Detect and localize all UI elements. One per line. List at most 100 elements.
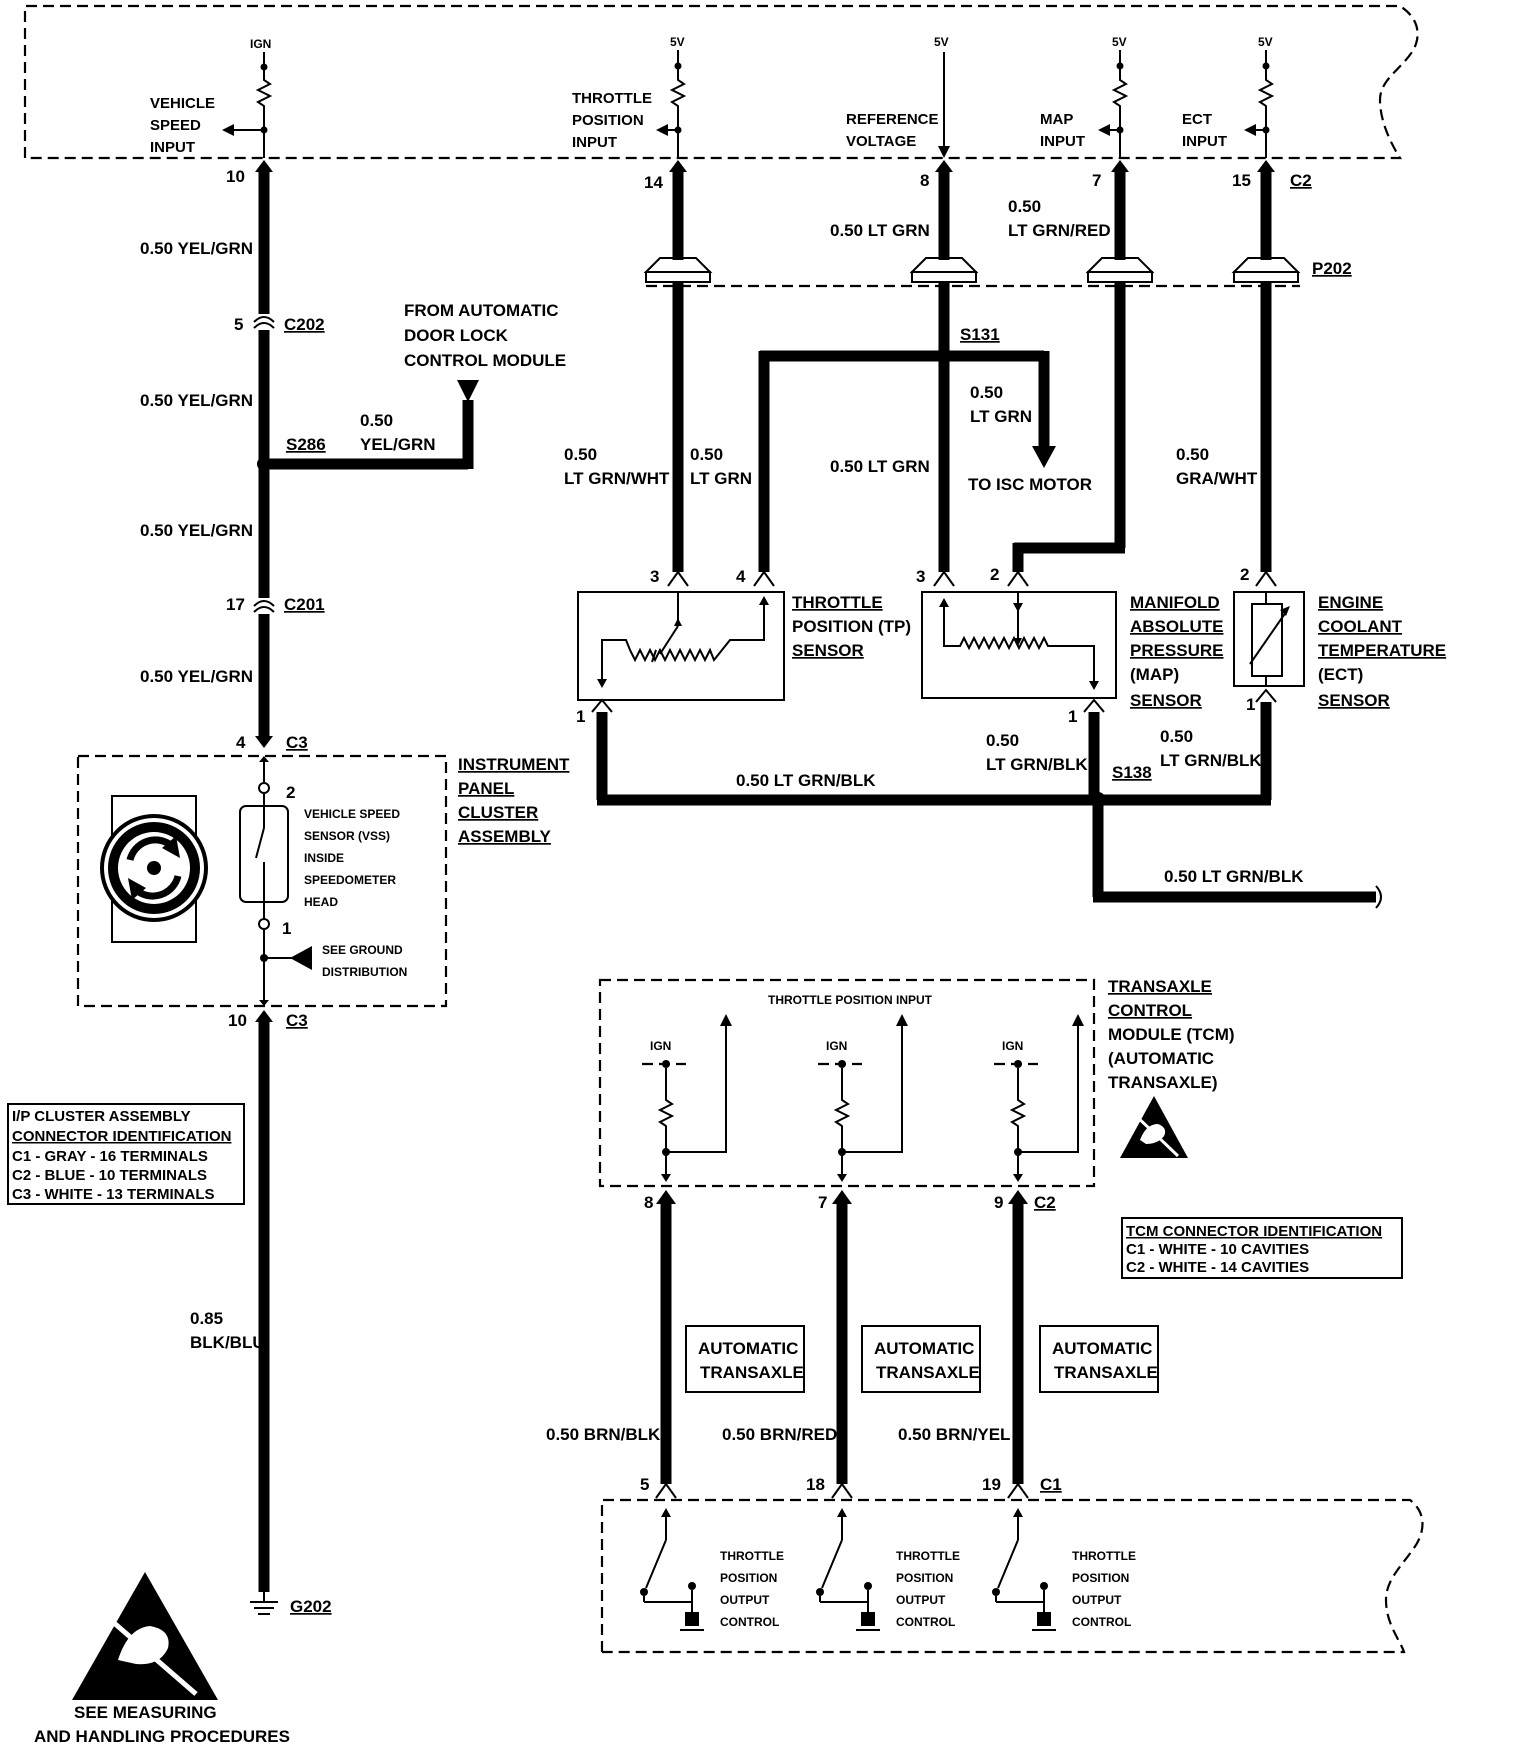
- output-connector-c1: C1: [1040, 1475, 1062, 1494]
- svg-text:5V: 5V: [1258, 35, 1273, 49]
- ect-input-label-2: INPUT: [1182, 133, 1227, 150]
- reference-voltage-label-2: VOLTAGE: [846, 133, 916, 150]
- tp-pin-3: 3: [650, 567, 659, 586]
- map-signal-wire: [1007, 172, 1126, 587]
- ign-supply: IGN: [222, 37, 273, 158]
- wire-label-brnblk: 0.50 BRN/BLK: [546, 1425, 661, 1444]
- auto-transaxle-3-line1: AUTOMATIC: [1052, 1339, 1152, 1358]
- ect1-color: LT GRN/BLK: [1160, 751, 1262, 770]
- tcm-title-1: TRANSAXLE: [1108, 977, 1212, 996]
- map-pin-3: 3: [916, 567, 925, 586]
- blkblu-color: BLK/BLU: [190, 1333, 265, 1352]
- map-input-label-2: INPUT: [1040, 133, 1085, 150]
- tcm-ign-label: IGN: [650, 1039, 671, 1053]
- tp-output-label: OUTPUT: [896, 1593, 946, 1607]
- tp4-color: LT GRN: [690, 469, 752, 488]
- tcm-channel-3: IGN: [994, 1014, 1084, 1499]
- ip-connector-label-2: CONNECTOR IDENTIFICATION: [12, 1128, 231, 1145]
- blkblu-gauge: 0.85: [190, 1309, 223, 1328]
- pin-14: 14: [644, 173, 663, 192]
- pin-15: 15: [1232, 171, 1251, 190]
- auto-transaxle-1-line1: AUTOMATIC: [698, 1339, 798, 1358]
- tp-output-label: THROTTLE: [896, 1549, 960, 1563]
- map-input-5v: 5V: [1098, 35, 1129, 158]
- vss-label-3: INSIDE: [304, 851, 344, 865]
- esd-note-2: AND HANDLING PROCEDURES: [34, 1727, 290, 1746]
- vss-label-4: SPEEDOMETER: [304, 873, 396, 887]
- wire-label-yelgrn-3: 0.50 YEL/GRN: [140, 521, 253, 540]
- wire-label-yelgrn-2: 0.50 YEL/GRN: [140, 391, 253, 410]
- vehicle-speed-label-1: VEHICLE: [150, 95, 215, 112]
- map-sensor-label-2: ABSOLUTE: [1130, 617, 1224, 636]
- tp-output-label: POSITION: [896, 1571, 953, 1585]
- instrument-cluster-box: [76, 754, 448, 1008]
- tp-input-arrow-icon: [1072, 1014, 1084, 1026]
- pin-10: 10: [226, 167, 245, 186]
- tp-output-label: CONTROL: [720, 1615, 779, 1629]
- tp-output-label: OUTPUT: [720, 1593, 770, 1607]
- tcm-title-2: CONTROL: [1108, 1001, 1192, 1020]
- output-pin-19: 19: [982, 1475, 1001, 1494]
- ect-sensor-label-2: COOLANT: [1318, 617, 1403, 636]
- ect-sensor: [1233, 591, 1305, 687]
- reference-voltage-wire: [753, 172, 1056, 587]
- ip-connector-id-box: [7, 1103, 245, 1205]
- wire-label-brnyel: 0.50 BRN/YEL: [898, 1425, 1010, 1444]
- sensor-ground-bus: [591, 688, 1382, 909]
- tcm-pin-9: 9: [994, 1193, 1003, 1212]
- tcm-ign-label: IGN: [826, 1039, 847, 1053]
- esd-note-1: SEE MEASURING: [74, 1703, 217, 1722]
- auto-transaxle-2-line1: AUTOMATIC: [874, 1339, 974, 1358]
- pin-4: 4: [236, 733, 246, 752]
- ect-sensor-label-4: (ECT): [1318, 665, 1363, 684]
- ground-wire-g202: [250, 1010, 278, 1615]
- tp-pin-1: 1: [576, 707, 585, 726]
- tp-input-label-3: INPUT: [572, 134, 617, 151]
- tcm-title-4: (AUTOMATIC: [1108, 1049, 1214, 1068]
- pin-7: 7: [1092, 171, 1101, 190]
- tcm-connector-id-box: [1121, 1217, 1403, 1279]
- map-sensor-label-3: PRESSURE: [1130, 641, 1224, 660]
- tcm-pin-8: 8: [644, 1193, 653, 1212]
- tcm-title-3: MODULE (TCM): [1108, 1025, 1235, 1044]
- cluster-label-3: CLUSTER: [458, 803, 538, 822]
- tp3-gauge: 0.50: [564, 445, 597, 464]
- tcm-tp-input-label: THROTTLE POSITION INPUT: [768, 993, 933, 1007]
- connector-c3-bottom: C3: [286, 1011, 308, 1030]
- tp-sensor: [577, 591, 785, 701]
- tp-output-label: THROTTLE: [1072, 1549, 1136, 1563]
- map-sensor-label-5: SENSOR: [1130, 691, 1202, 710]
- ect1-gauge: 0.50: [1160, 727, 1193, 746]
- map-sensor-label-1: MANIFOLD: [1130, 593, 1220, 612]
- tp-signal-wire: [667, 172, 689, 587]
- wire-label-ltgrnred-gauge: 0.50: [1008, 197, 1041, 216]
- ect-signal-wire: [1255, 172, 1277, 587]
- output-module-box: [600, 1498, 1424, 1654]
- map1-gauge: 0.50: [986, 731, 1019, 750]
- see-ground-label-2: DISTRIBUTION: [322, 965, 407, 979]
- tcm-channels: IGN IGN IGN: [642, 1014, 1084, 1499]
- auto-transaxle-3-line2: TRANSAXLE: [1054, 1363, 1158, 1382]
- isc-color: LT GRN: [970, 407, 1032, 426]
- reference-5v: 5V: [934, 35, 950, 158]
- door-lock-label-1: FROM AUTOMATIC: [404, 301, 559, 320]
- ground-out-label: 0.50 LT GRN/BLK: [1164, 867, 1304, 886]
- ect-pin-2: 2: [1240, 565, 1249, 584]
- tp-output-label: POSITION: [1072, 1571, 1129, 1585]
- ecm-pin-arrows: [669, 160, 1275, 172]
- ect-input-label-1: ECT: [1182, 111, 1212, 128]
- tp-output-label: POSITION: [720, 1571, 777, 1585]
- ground-icon: [861, 1612, 875, 1626]
- tcm-title-5: TRANSAXLE): [1108, 1073, 1218, 1092]
- door-wire-gauge: 0.50: [360, 411, 393, 430]
- door-wire-color: YEL/GRN: [360, 435, 436, 454]
- tp-sensor-label-3: SENSOR: [792, 641, 864, 660]
- svg-text:5V: 5V: [934, 35, 949, 49]
- tcm-pin-7: 7: [818, 1193, 827, 1212]
- door-lock-label-2: DOOR LOCK: [404, 326, 509, 345]
- pin-10-bottom: 10: [228, 1011, 247, 1030]
- map-pin-1: 1: [1068, 707, 1077, 726]
